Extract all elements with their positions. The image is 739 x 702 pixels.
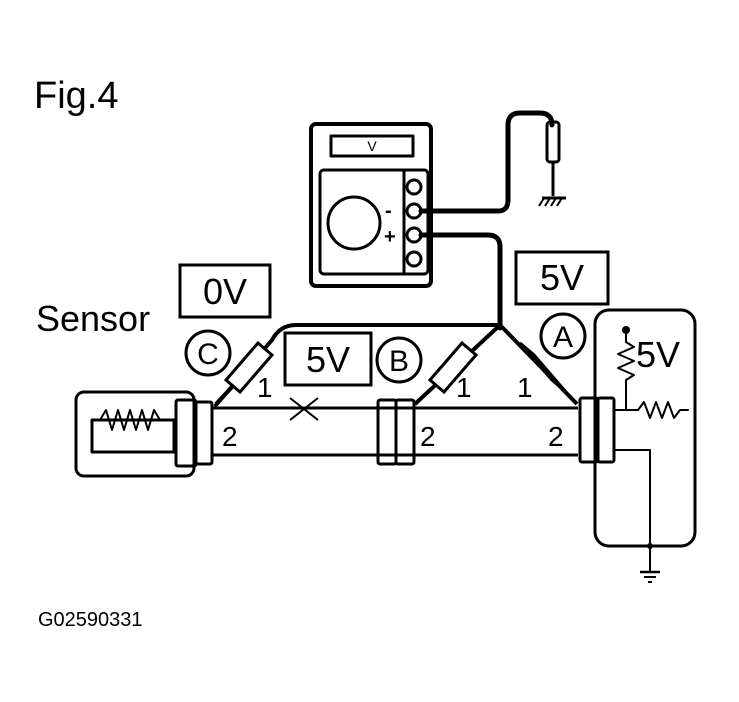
pin-b2: 2	[420, 421, 436, 452]
meter-jack-1	[405, 178, 423, 196]
connector-c	[174, 398, 214, 468]
sensor-label: Sensor	[36, 298, 150, 339]
ground-probe	[538, 120, 566, 207]
voltmeter: V - +	[309, 122, 433, 288]
voltage-c-value: 0V	[203, 271, 247, 312]
meter-minus-label: -	[385, 200, 392, 222]
sensor-resistor-icon	[99, 409, 161, 431]
point-c-circle	[184, 329, 232, 377]
meter-display-label: V	[367, 138, 377, 154]
probe-a	[518, 341, 568, 394]
point-c-label: C	[197, 338, 219, 371]
pin-a2: 2	[548, 421, 564, 452]
meter-jack-4	[405, 250, 423, 268]
connector-a	[578, 396, 616, 464]
ecu-voltage-label: 5V	[636, 334, 680, 375]
meter-panel	[318, 168, 430, 276]
voltage-b-value: 5V	[306, 339, 350, 380]
ground-wire	[613, 449, 651, 573]
probe-b	[427, 340, 479, 395]
ecu-resistor-icon	[637, 401, 689, 419]
voltage-a-value: 5V	[540, 257, 584, 298]
voltage-box-b	[283, 331, 373, 387]
pin-c2: 2	[222, 421, 238, 452]
positive-lead	[418, 232, 503, 331]
sensor-box	[74, 390, 196, 478]
point-b-circle	[375, 336, 423, 384]
probe-c	[214, 340, 275, 406]
pullup-resistor-icon	[617, 341, 639, 411]
meter-plus-label: +	[384, 226, 396, 248]
ground-icon	[640, 570, 660, 583]
connector-b	[376, 398, 416, 466]
ecu-box	[593, 308, 697, 548]
meter-dial-icon	[326, 195, 382, 251]
figure-code: G02590331	[38, 609, 143, 631]
voltage-box-a	[514, 250, 610, 306]
open-circuit-x-icon	[289, 397, 319, 421]
pin-b1: 1	[456, 372, 472, 403]
meter-display	[329, 134, 415, 158]
point-a-circle	[539, 312, 587, 360]
voltage-box-c	[178, 263, 272, 319]
point-a-label: A	[553, 321, 573, 354]
point-b-label: B	[389, 345, 409, 378]
ground-lead	[418, 110, 555, 214]
figure-title: Fig.4	[34, 75, 118, 117]
pin-a1: 1	[517, 372, 533, 403]
pin-c1: 1	[257, 372, 273, 403]
